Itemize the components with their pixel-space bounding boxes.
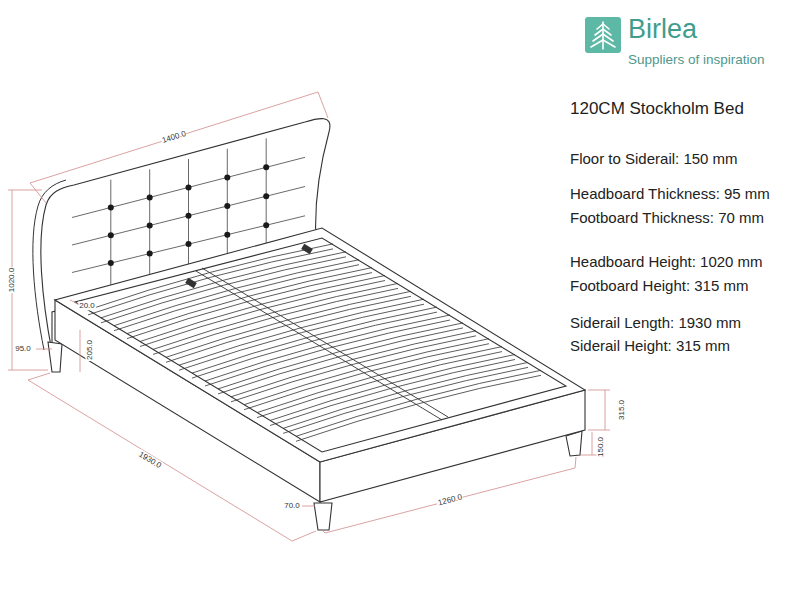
spec-line: Footboard Thickness: 70 mm — [570, 209, 764, 226]
dimension-value: 150.0 — [596, 436, 605, 458]
logo-wordmark: Birlea — [628, 14, 697, 45]
spec-line: Siderail Height: 315 mm — [570, 337, 730, 354]
dimension-value: 70.0 — [283, 501, 301, 510]
dimension-lines — [8, 92, 610, 541]
spec-line: Floor to Siderail: 150 mm — [570, 150, 738, 167]
dimension-value: 315.0 — [617, 399, 626, 421]
dimension-value: 205.0 — [85, 339, 94, 361]
dimension-value: 1260.0 — [436, 492, 464, 508]
dimension-value: 1930.0 — [136, 449, 163, 471]
dimension-value: 20.0 — [78, 301, 96, 310]
dimension-value: 95.0 — [14, 344, 32, 353]
spec-line: Footboard Height: 315 mm — [570, 277, 748, 294]
bed-frame — [48, 228, 585, 530]
slat-base — [88, 244, 541, 441]
logo-tagline: Suppliers of inspiration — [628, 52, 765, 68]
dimension-value: 1400.0 — [160, 129, 188, 146]
logo-icon — [585, 17, 621, 53]
spec-line: Headboard Height: 1020 mm — [570, 253, 763, 270]
spec-line: Siderail Length: 1930 mm — [570, 314, 741, 331]
diagram-title: 120CM Stockholm Bed — [570, 99, 744, 119]
dimension-value: 1020.0 — [7, 267, 16, 293]
spec-line: Headboard Thickness: 95 mm — [570, 185, 770, 202]
